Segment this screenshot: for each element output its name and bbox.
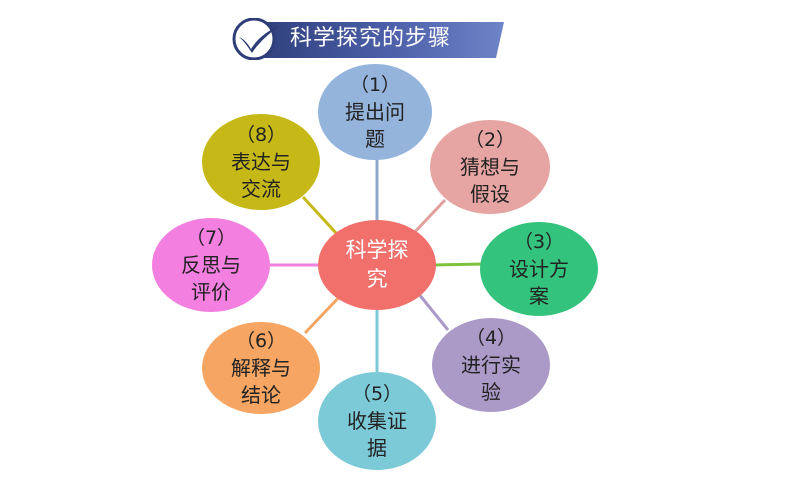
page-title: 科学探究的步骤 [290, 26, 452, 51]
center-label: 科学探 究 [345, 238, 409, 291]
step-3-label: 设计方 案 [509, 256, 569, 308]
step-8-number: （8） [235, 123, 287, 146]
step-1-label: 提出问 题 [345, 99, 405, 151]
step-7-label: 反思与 评价 [181, 252, 241, 304]
step-4-node: （4） 进行实 验 [432, 318, 550, 412]
title-banner-shape [232, 18, 504, 60]
step-2-node: （2） 猜想与 假设 [430, 120, 550, 214]
center-node: 科学探 究 [318, 220, 436, 310]
checkmark-icon [239, 25, 280, 53]
step-3-number: （3） [513, 230, 565, 253]
step-3-node: （3） 设计方 案 [480, 222, 598, 316]
title-banner: 科学探究的步骤 [228, 18, 504, 60]
step-5-label: 收集证 据 [347, 408, 407, 460]
connector-8 [301, 195, 338, 235]
step-2-label: 猜想与 假设 [460, 154, 520, 206]
step-1-number: （1） [349, 73, 401, 96]
connector-2 [410, 198, 447, 237]
step-4-number: （4） [465, 326, 517, 349]
connector-4 [416, 292, 450, 331]
step-8-label: 表达与 交流 [231, 149, 291, 201]
step-6-node: （6） 解释与 结论 [202, 322, 320, 414]
connector-3 [431, 262, 486, 267]
step-6-label: 解释与 结论 [231, 355, 291, 407]
step-7-number: （7） [185, 226, 237, 249]
step-4-label: 进行实 验 [461, 352, 521, 404]
step-6-number: （6） [235, 329, 287, 352]
step-1-node: （1） 提出问 题 [318, 64, 432, 160]
step-7-node: （7） 反思与 评价 [152, 218, 270, 312]
step-2-number: （2） [464, 128, 516, 151]
step-5-number: （5） [351, 382, 403, 405]
step-8-node: （8） 表达与 交流 [202, 114, 320, 210]
connector-6 [303, 292, 344, 335]
step-5-node: （5） 收集证 据 [318, 372, 436, 470]
